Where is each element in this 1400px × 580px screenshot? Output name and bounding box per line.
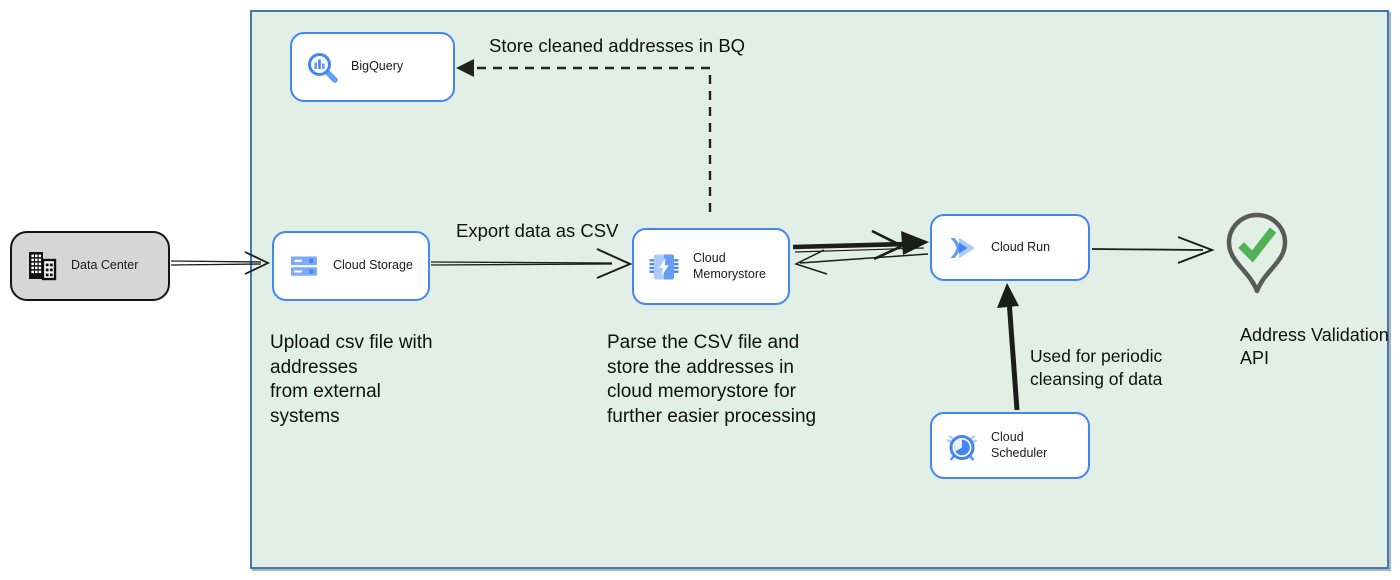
gcp-zone — [250, 10, 1389, 569]
cloud-scheduler-icon — [944, 428, 980, 464]
bigquery-icon — [304, 49, 340, 85]
node-label: Cloud Memorystore — [693, 250, 766, 281]
note-upload-csv: Upload csv file with addresses from exte… — [270, 332, 433, 428]
node-label: Cloud Run — [991, 239, 1051, 254]
node-label: BigQuery — [351, 59, 404, 74]
node-bigquery[interactable]: BigQuery — [290, 32, 455, 102]
cloud-run-icon — [944, 230, 980, 266]
node-data-center[interactable]: Data Center — [10, 231, 170, 301]
address-validation-pin[interactable] — [1222, 211, 1292, 309]
node-cloud-scheduler[interactable]: Cloud Scheduler — [930, 412, 1090, 479]
node-label: Cloud Scheduler — [991, 429, 1048, 460]
pin-outline-icon — [1226, 212, 1288, 294]
building-icon — [24, 248, 60, 284]
label-store-cleaned-addresses: Store cleaned addresses in BQ — [489, 35, 746, 56]
node-label: Cloud Storage — [333, 258, 413, 273]
node-cloud-memorystore[interactable]: Cloud Memorystore — [632, 228, 790, 305]
label-address-validation-api: Address Validation API — [1240, 325, 1389, 369]
checkmark-icon — [1238, 227, 1277, 263]
note-periodic-cleansing: Used for periodic cleansing of data — [1030, 346, 1163, 389]
node-cloud-run[interactable]: Cloud Run — [930, 214, 1090, 281]
note-parse-csv: Parse the CSV file and store the address… — [607, 332, 817, 428]
node-label: Data Center — [71, 258, 139, 273]
node-cloud-storage[interactable]: Cloud Storage — [272, 231, 430, 301]
label-export-data-csv: Export data as CSV — [456, 220, 619, 241]
cloud-storage-icon — [286, 248, 322, 284]
memorystore-icon — [646, 249, 682, 285]
